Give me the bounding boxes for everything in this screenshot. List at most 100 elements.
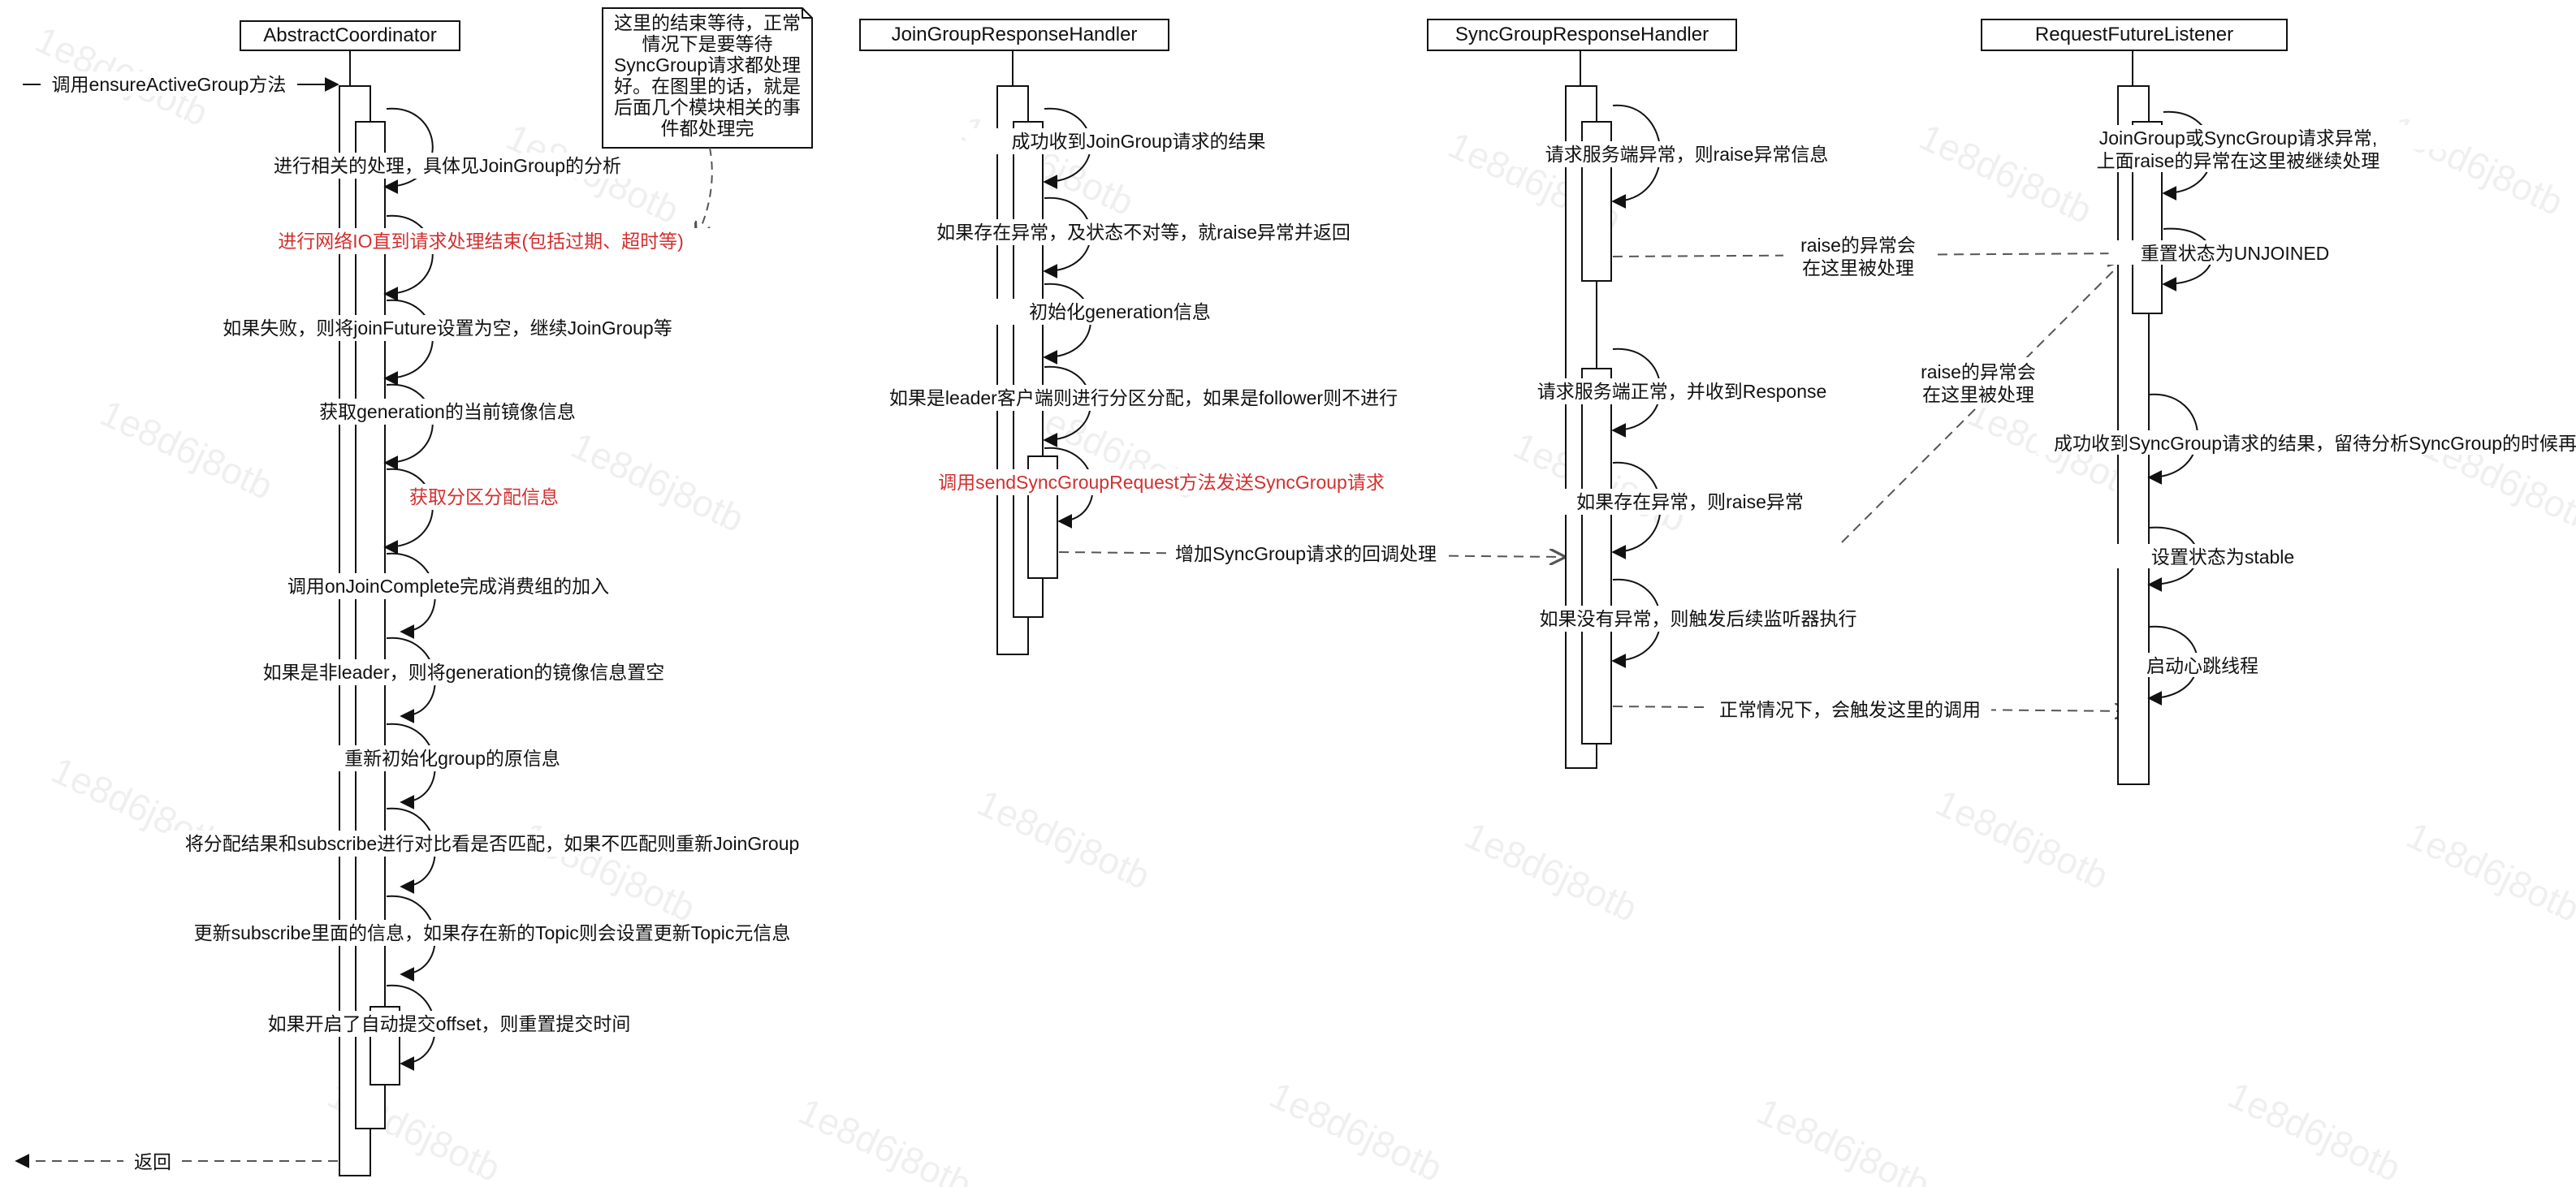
participant-abstract-coordinator: AbstractCoordinator xyxy=(240,20,460,1176)
note-line: SyncGroup请求都处理 xyxy=(614,54,801,76)
watermark-text: 1e8d6j8otb xyxy=(2401,814,2576,930)
step-label: 成功收到JoinGroup请求的结果 xyxy=(1011,131,1265,152)
participant-label: AbstractCoordinator xyxy=(263,24,436,46)
coordinator-step: 将分配结果和subscribe进行对比看是否匹配，如果不匹配则重新JoinGro… xyxy=(166,807,818,894)
watermark-text: 1e8d6j8otb xyxy=(1264,1073,1449,1187)
step-label: 设置状态为stable xyxy=(2151,546,2294,568)
self-message-arrow xyxy=(383,214,434,301)
step-label: 上面raise的异常在这里被继续处理 xyxy=(2097,150,2380,171)
note-connector xyxy=(697,147,713,237)
sync-normal-label: 正常情况下，会触发这里的调用 xyxy=(1719,699,1981,720)
watermark-text: 1e8d6j8otb xyxy=(1751,1090,1936,1187)
step-label: 重置状态为UNJOINED xyxy=(2141,243,2330,264)
watermark-text: 1e8d6j8otb xyxy=(1930,781,2115,897)
coordinator-step: 更新subscribe里面的信息，如果存在新的Topic则会设置更新Topic元… xyxy=(166,895,818,982)
raise-label-line: 在这里被处理 xyxy=(1922,384,2034,405)
note-line: 件都处理完 xyxy=(661,118,754,139)
step-label: 启动心跳线程 xyxy=(2146,655,2258,676)
watermark-text: 1e8d6j8otb xyxy=(2384,107,2570,223)
rfl-step: 设置状态为stable xyxy=(2115,526,2331,592)
watermark-text: 1e8d6j8otb xyxy=(971,781,1156,897)
label-bg xyxy=(317,745,588,771)
label-bg xyxy=(1545,489,1835,515)
label-bg xyxy=(229,1011,669,1037)
step-label: 如果没有异常，则触发后续监听器执行 xyxy=(1540,608,1857,629)
step-label: 如果开启了自动提交offset，则重置提交时间 xyxy=(268,1013,631,1034)
step-label: 请求服务端异常，则raise异常信息 xyxy=(1545,144,1829,165)
label-bg xyxy=(1534,606,1862,632)
note-line: 好。在图里的话，就是 xyxy=(614,76,801,97)
rfl-step: 重置状态为UNJOINED xyxy=(2108,227,2362,291)
sync-step: 请求服务端异常，则raise异常信息 xyxy=(1514,104,1860,209)
self-message-arrow xyxy=(383,107,434,194)
label-bg xyxy=(905,219,1382,245)
entry-message: 调用ensureActiveGroup方法 xyxy=(23,71,339,96)
step-label: 获取generation的当前镜像信息 xyxy=(319,401,576,422)
activation-bar-nested xyxy=(355,121,386,1129)
participant-label: SyncGroupResponseHandler xyxy=(1455,24,1709,45)
join-step: 成功收到JoinGroup请求的结果 xyxy=(966,107,1312,189)
label-bg xyxy=(166,920,818,946)
join-step: 调用sendSyncGroupRequest方法发送SyncGroup请求 xyxy=(905,447,1418,529)
step-label: 请求服务端正常，并收到Response xyxy=(1537,381,1827,402)
label-bg xyxy=(2037,430,2576,455)
coordinator-step: 获取generation的当前镜像信息 xyxy=(265,383,630,470)
coordinator-step: 获取分区分配信息 xyxy=(383,468,564,555)
note: 这里的结束等待，正常 情况下是要等待 SyncGroup请求都处理 好。在图里的… xyxy=(602,7,813,237)
coordinator-step: 如果是非leader，则将generation的镜像信息置空 xyxy=(179,637,749,723)
watermark-text: 1e8d6j8otb xyxy=(1459,814,1644,930)
raise-label-line: raise的异常会 xyxy=(1800,235,1916,256)
step-label: 如果是非leader，则将generation的镜像信息置空 xyxy=(263,662,665,683)
coordinator-steps: 进行相关的处理，具体见JoinGroup的分析进行网络IO直到请求处理结束(包括… xyxy=(125,107,818,1071)
sync-normal-message: 正常情况下，会触发这里的调用 xyxy=(1612,695,2129,721)
participant-label: JoinGroupResponseHandler xyxy=(892,24,1138,45)
rfl-steps: JoinGroup或SyncGroup请求异常,上面raise的异常在这里被继续… xyxy=(2009,110,2576,706)
label-bg xyxy=(975,299,1265,325)
rfl-step: 启动心跳线程 xyxy=(2142,625,2263,706)
step-label: JoinGroup或SyncGroup请求异常, xyxy=(2099,127,2378,149)
step-label: 如果失败，则将joinFuture设置为空，继续JoinGroup等 xyxy=(223,317,672,339)
step-label: 调用onJoinComplete完成消费组的加入 xyxy=(287,576,609,597)
return-message: 返回 xyxy=(15,1148,338,1172)
step-label: 进行相关的处理，具体见JoinGroup的分析 xyxy=(274,155,621,176)
return-message-label: 返回 xyxy=(134,1151,171,1172)
label-bg xyxy=(1499,378,1865,404)
label-bg xyxy=(125,315,770,341)
watermark-text: 1e8d6j8otb xyxy=(565,424,750,540)
join-step: 如果是leader客户端则进行分区分配，如果是follower则不进行 xyxy=(887,365,1400,447)
label-bg xyxy=(887,385,1400,411)
coordinator-step: 进行相关的处理，具体见JoinGroup的分析 xyxy=(227,107,668,194)
label-bg xyxy=(252,228,710,254)
step-label: 成功收到SyncGroup请求的结果，留待分析SyncGroup的时候再分析 xyxy=(2054,433,2576,454)
join-to-sync-message: 增加SyncGroup请求的回调处理 xyxy=(1058,539,1564,565)
join-step: 初始化generation信息 xyxy=(975,283,1265,365)
label-bg xyxy=(2009,125,2467,149)
participant-label: RequestFutureListener xyxy=(2035,24,2233,45)
sync-step: 请求服务端正常，并收到Response xyxy=(1499,347,1865,438)
step-label: 调用sendSyncGroupRequest方法发送SyncGroup请求 xyxy=(938,472,1385,493)
entry-message-label: 调用ensureActiveGroup方法 xyxy=(52,74,287,95)
step-label: 如果是leader客户端则进行分区分配，如果是follower则不进行 xyxy=(889,387,1398,408)
join-to-sync-label: 增加SyncGroup请求的回调处理 xyxy=(1175,543,1437,564)
step-label: 获取分区分配信息 xyxy=(409,486,559,507)
coordinator-step: 如果失败，则将joinFuture设置为空，继续JoinGroup等 xyxy=(125,299,770,386)
label-bg xyxy=(265,399,630,425)
label-bg xyxy=(219,573,677,599)
step-label: 如果存在异常，及状态不对等，就raise异常并返回 xyxy=(936,222,1351,243)
watermark-text: 1e8d6j8otb xyxy=(955,107,1140,223)
label-bg xyxy=(179,659,749,685)
step-label: 如果存在异常，则raise异常 xyxy=(1576,491,1804,512)
rfl-step: JoinGroup或SyncGroup请求异常,上面raise的异常在这里被继续… xyxy=(2009,110,2467,201)
label-bg xyxy=(2108,240,2362,265)
label-bg xyxy=(966,128,1312,154)
coordinator-step: 重新初始化group的原信息 xyxy=(317,723,588,809)
participant-join-group-response-handler: JoinGroupResponseHandler xyxy=(859,19,1169,655)
label-bg xyxy=(1514,141,1860,167)
label-bg xyxy=(166,831,818,857)
watermark-text: 1e8d6j8otb xyxy=(2222,1073,2407,1187)
note-line: 后面几个模块相关的事 xyxy=(614,97,801,118)
participant-sync-group-response-handler: SyncGroupResponseHandler xyxy=(1427,19,1737,769)
step-label: 将分配结果和subscribe进行对比看是否匹配，如果不匹配则重新JoinGro… xyxy=(185,833,800,854)
label-bg xyxy=(404,484,564,510)
